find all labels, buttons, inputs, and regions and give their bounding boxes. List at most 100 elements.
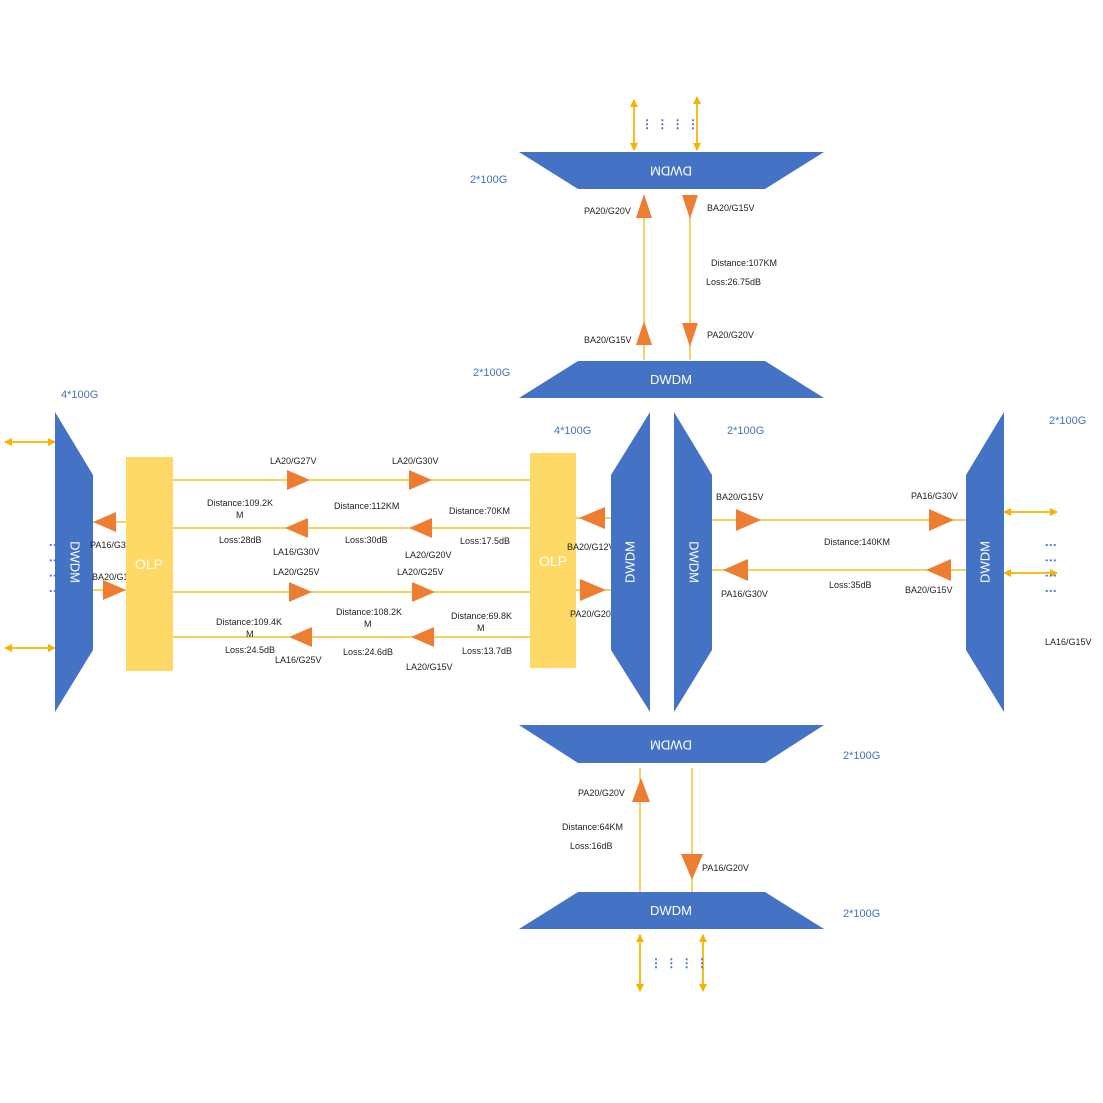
amplifier-icon — [285, 518, 308, 538]
dwdm-label: DWDM — [687, 541, 702, 583]
distance-label: Distance:69.8K — [451, 611, 512, 621]
amp-label: LA20/G30V — [392, 456, 439, 466]
loss-label: Loss:13.7dB — [462, 646, 512, 656]
amplifier-icon — [93, 512, 116, 532]
capacity-label: 2*100G — [843, 750, 880, 762]
distance-label: M — [246, 629, 254, 639]
amp-label: PA16/G30V — [911, 491, 958, 501]
amplifier-icon — [580, 579, 606, 601]
capacity-label: 2*100G — [843, 908, 880, 920]
amplifier-icon — [636, 194, 652, 218]
amplifier-icon — [636, 321, 652, 345]
dwdm-node — [519, 892, 824, 929]
dwdm-label: DWDM — [977, 541, 992, 583]
amplifier-icon — [682, 323, 698, 347]
distance-label: M — [236, 510, 244, 520]
dwdm-label: DWDM — [68, 541, 83, 583]
loss-label: Loss:26.75dB — [706, 277, 761, 287]
dwdm-label: DWDM — [650, 903, 692, 918]
amp-label: PA16/G30V — [90, 540, 137, 550]
middle-site: OLP BA20/G12V PA20/G20V DWDM 4*100G DWDM… — [530, 412, 764, 712]
amp-label: BA20/G15V — [905, 585, 953, 595]
amplifier-icon — [736, 509, 761, 531]
capacity-label: 2*100G — [473, 367, 510, 379]
olp-label: OLP — [135, 556, 163, 572]
client-ports-dots: ⋮ ⋮ ⋮ ⋮ — [641, 117, 699, 131]
dwdm-node — [966, 412, 1004, 712]
amplifier-icon — [289, 582, 312, 602]
loss-label: Loss:24.5dB — [225, 645, 275, 655]
amplifier-icon — [289, 627, 312, 647]
dwdm-node — [55, 412, 93, 712]
distance-label: Distance:109.2K — [207, 498, 273, 508]
amplifier-icon — [409, 470, 432, 490]
top-site: ⋮ ⋮ ⋮ ⋮ DWDM 2*100G PA20/G20V BA20/G15V … — [470, 96, 824, 398]
dwdm-label: DWDM — [650, 738, 692, 753]
amplifier-icon — [409, 518, 432, 538]
olp-node — [126, 457, 173, 671]
amplifier-icon — [723, 559, 748, 581]
amp-label: LA20/G25V — [397, 567, 444, 577]
bottom-site: DWDM 2*100G PA20/G20V Distance:64KM Loss… — [519, 725, 880, 992]
amplifier-icon — [411, 627, 434, 647]
olp-label: OLP — [539, 553, 567, 569]
left-site: 4*100G ⋮ ⋮ ⋮ ⋮ DWDM PA16/G30V BA20/G1 OL… — [4, 389, 173, 712]
amp-label: PA16/G30V — [721, 589, 768, 599]
amp-label: LA16/G25V — [275, 655, 322, 665]
amp-label: LA16/G15V — [1045, 637, 1092, 647]
amp-label: PA20/G20V — [584, 206, 631, 216]
amplifier-icon — [929, 509, 954, 531]
amp-label: LA16/G30V — [273, 547, 320, 557]
amp-label: PA20/G20V — [707, 330, 754, 340]
distance-label: Distance:108.2K — [336, 607, 402, 617]
loss-label: Loss:35dB — [829, 580, 872, 590]
loss-label: Loss:30dB — [345, 535, 388, 545]
client-ports-dots: ⋮ ⋮ ⋮ ⋮ — [650, 956, 708, 970]
distance-label: Distance:64KM — [562, 822, 623, 832]
dwdm-node — [519, 725, 824, 763]
amplifier-icon — [287, 470, 310, 490]
amplifier-icon — [103, 580, 126, 600]
distance-label: M — [477, 623, 485, 633]
amplifier-icon — [926, 559, 951, 581]
dwdm-label: DWDM — [650, 164, 692, 179]
amp-label: LA20/G20V — [405, 550, 452, 560]
distance-label: Distance:109.4K — [216, 617, 282, 627]
amp-label: LA20/G27V — [270, 456, 317, 466]
distance-label: Distance:140KM — [824, 537, 890, 547]
left-middle-links: LA20/G27V LA20/G30V Distance:109.2K M Di… — [173, 456, 530, 672]
amp-label: BA20/G1 — [92, 572, 129, 582]
client-ports-dots: ⋮ ⋮ ⋮ ⋮ — [1044, 539, 1058, 597]
dwdm-node — [519, 152, 824, 189]
olp-node — [530, 453, 576, 668]
dwdm-node — [674, 412, 712, 712]
capacity-label: 2*100G — [470, 174, 507, 186]
loss-label: Loss:16dB — [570, 841, 613, 851]
amplifier-icon — [632, 778, 650, 802]
right-site: BA20/G15V PA16/G30V Distance:140KM Loss:… — [712, 412, 1092, 712]
amp-label: LA20/G15V — [406, 662, 453, 672]
capacity-label: 2*100G — [1049, 415, 1086, 427]
capacity-label: 4*100G — [61, 389, 98, 401]
amplifier-icon — [579, 507, 605, 529]
dwdm-label: DWDM — [622, 541, 637, 583]
dwdm-node — [519, 361, 824, 398]
capacity-label: 2*100G — [727, 425, 764, 437]
amp-label: PA20/G20V — [570, 609, 617, 619]
amp-label: LA20/G25V — [273, 567, 320, 577]
amplifier-icon — [681, 854, 703, 880]
distance-label: M — [364, 619, 372, 629]
loss-label: Loss:28dB — [219, 535, 262, 545]
distance-label: Distance:70KM — [449, 506, 510, 516]
loss-label: Loss:24.6dB — [343, 647, 393, 657]
amp-label: BA20/G12V — [567, 542, 615, 552]
amp-label: BA20/G15V — [584, 335, 632, 345]
distance-label: Distance:112KM — [334, 501, 399, 511]
dwdm-label: DWDM — [650, 372, 692, 387]
loss-label: Loss:17.5dB — [460, 536, 510, 546]
amp-label: PA16/G20V — [702, 863, 749, 873]
amplifier-icon — [412, 582, 435, 602]
amplifier-icon — [682, 195, 698, 219]
distance-label: Distance:107KM — [711, 258, 777, 268]
